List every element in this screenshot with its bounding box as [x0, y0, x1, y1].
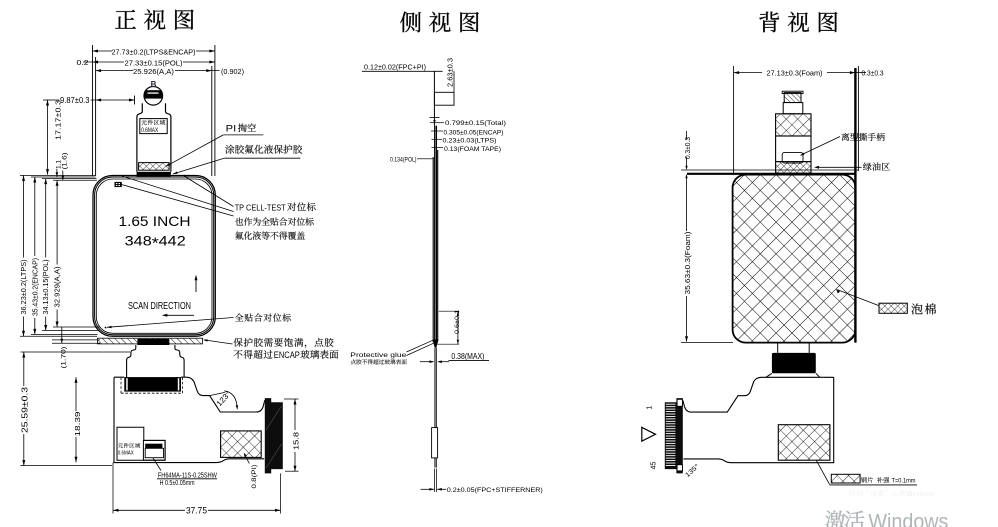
svg-text:36.23±0.2(LTPS): 36.23±0.2(LTPS): [19, 260, 28, 315]
svg-text:0.23±0.03(LTPS): 0.23±0.03(LTPS): [443, 138, 497, 145]
svg-text:0.6±0.1: 0.6±0.1: [454, 310, 461, 334]
svg-text:27.33±0.15(POL): 27.33±0.15(POL): [125, 58, 183, 67]
svg-text:45: 45: [651, 462, 658, 470]
svg-text:27.73±0.2(LTPS&ENCAP): 27.73±0.2(LTPS&ENCAP): [112, 47, 196, 56]
svg-text:FH64MA-11S-0.25SHW: FH64MA-11S-0.25SHW: [158, 472, 217, 479]
svg-text:37.75: 37.75: [186, 506, 207, 516]
svg-text:34.13±0.15(POL): 34.13±0.15(POL): [41, 260, 50, 315]
svg-text:0.12±0.02(FPC+PI): 0.12±0.02(FPC+PI): [364, 64, 426, 71]
svg-text:0.13(FOAM TAPE): 0.13(FOAM TAPE): [444, 146, 501, 153]
svg-text:0.799±0.15(Total): 0.799±0.15(Total): [445, 120, 506, 127]
svg-text:Windows: Windows: [906, 491, 935, 498]
svg-text:15.8: 15.8: [292, 432, 301, 450]
svg-text:ENCAP: ENCAP: [274, 350, 300, 360]
svg-text:0.6MAX: 0.6MAX: [141, 127, 158, 134]
svg-text:2.63±0.3: 2.63±0.3: [448, 58, 455, 87]
svg-text:35.63±0.3(Foam): 35.63±0.3(Foam): [685, 232, 692, 295]
svg-text:(0.902): (0.902): [221, 67, 244, 76]
svg-text:SCAN DIRECTION: SCAN DIRECTION: [128, 300, 191, 312]
svg-text:27.13±0.3(Foam): 27.13±0.3(Foam): [767, 68, 823, 77]
svg-text:25.926(A,A): 25.926(A,A): [133, 67, 174, 76]
svg-text:0.2±0.05(FPC+STIFFERNER): 0.2±0.05(FPC+STIFFERNER): [447, 487, 543, 494]
svg-text:25.59±0.3: 25.59±0.3: [21, 386, 30, 433]
svg-text:0.8(PI): 0.8(PI): [251, 465, 258, 489]
svg-text:1: 1: [647, 406, 654, 410]
svg-text:0.3±0.3: 0.3±0.3: [862, 68, 884, 77]
svg-text:9.87±0.3: 9.87±0.3: [60, 96, 90, 105]
svg-text:17.17±0.3: 17.17±0.3: [54, 100, 63, 140]
svg-text:Protective glue: Protective glue: [350, 352, 406, 359]
svg-text:348*442: 348*442: [125, 232, 186, 252]
svg-text:32.929(A,A): 32.929(A,A): [53, 267, 62, 308]
svg-text:T=0.1mm: T=0.1mm: [892, 477, 916, 484]
svg-text:TP CELL-TEST: TP CELL-TEST: [235, 202, 286, 212]
svg-text:(1.70): (1.70): [61, 347, 68, 369]
svg-text:1.65 INCH: 1.65 INCH: [119, 214, 191, 229]
svg-text:PI: PI: [226, 123, 237, 133]
svg-text:Windows: Windows: [868, 509, 948, 527]
svg-text:(1.6): (1.6): [61, 153, 68, 170]
svg-text:0.134(POL): 0.134(POL): [390, 156, 417, 163]
svg-text:0.6MAX: 0.6MAX: [118, 451, 134, 457]
svg-text:0.3±0.3: 0.3±0.3: [685, 137, 692, 159]
svg-text:35.43±0.2(ENCAP): 35.43±0.2(ENCAP): [30, 258, 39, 316]
svg-text:0.2: 0.2: [77, 58, 89, 67]
svg-text:H 0.5±0.05mm: H 0.5±0.05mm: [160, 480, 195, 487]
svg-text:B: B: [151, 80, 157, 89]
svg-text:0.305±0.05(ENCAP): 0.305±0.05(ENCAP): [444, 129, 504, 136]
svg-text:0.38(MAX): 0.38(MAX): [451, 351, 484, 361]
svg-text:18.39: 18.39: [73, 412, 82, 437]
svg-text:1.1: 1.1: [56, 160, 63, 169]
